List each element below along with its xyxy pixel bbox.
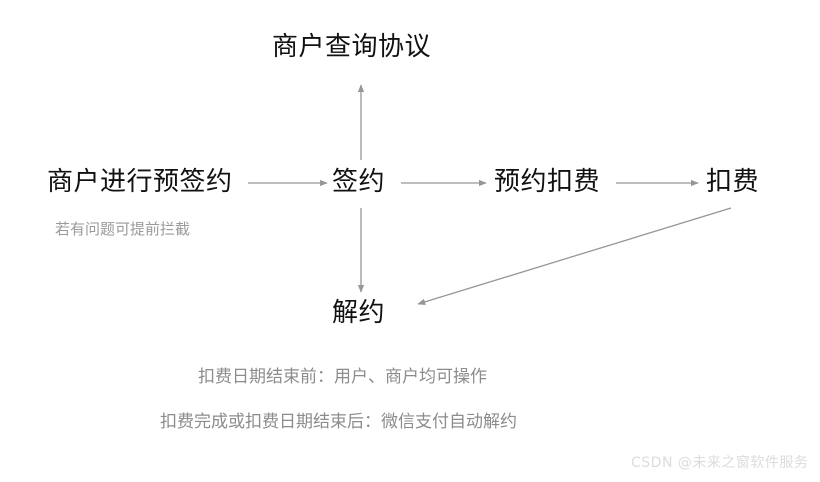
- node-cancel-agreement[interactable]: 解约: [332, 298, 386, 328]
- node-sign[interactable]: 签约: [332, 167, 386, 197]
- presign-note: 若有问题可提前拦截: [55, 220, 191, 238]
- caption-before-charge-date: 扣费日期结束前：用户、商户均可操作: [198, 367, 487, 387]
- watermark: CSDN @未来之窗软件服务: [631, 455, 809, 471]
- caption-after-charge-date: 扣费完成或扣费日期结束后：微信支付自动解约: [160, 412, 517, 432]
- node-query-agreement[interactable]: 商户查询协议: [272, 32, 432, 62]
- node-charge[interactable]: 扣费: [706, 167, 760, 197]
- node-presign[interactable]: 商户进行预签约: [47, 167, 233, 197]
- node-scheduled-charge[interactable]: 预约扣费: [494, 167, 601, 197]
- edge-charge-to-cancel: [417, 207, 732, 305]
